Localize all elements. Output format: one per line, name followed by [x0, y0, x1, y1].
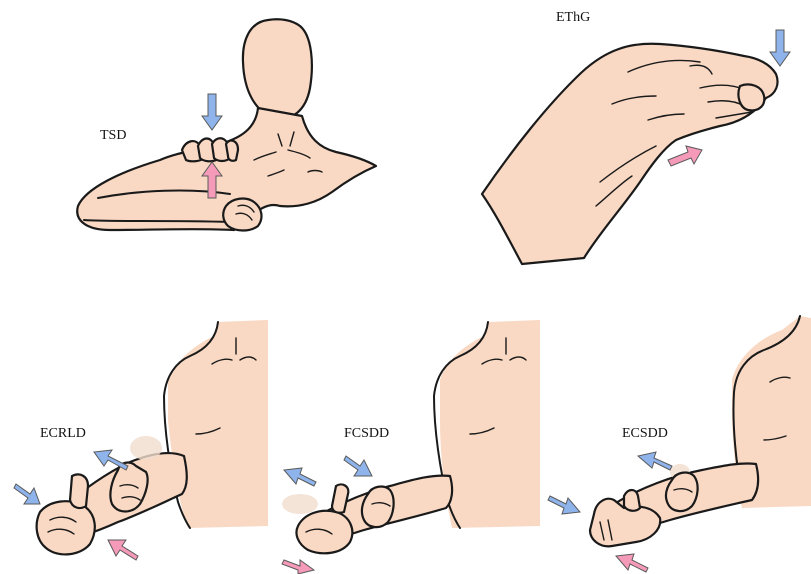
arrow-blue-2 — [344, 456, 372, 476]
arrow-pink — [108, 540, 138, 560]
panel-fcsdd — [282, 320, 540, 574]
arrow-pink — [282, 560, 314, 574]
arrow-blue-1 — [548, 496, 580, 514]
hand — [482, 44, 778, 264]
arrow-blue-1 — [284, 468, 316, 486]
panel-tsd — [77, 19, 376, 230]
head — [243, 19, 312, 119]
arrow-blue-1 — [14, 484, 40, 504]
label-fcsdd: FCSDD — [344, 426, 389, 442]
panel-ecsdd — [548, 316, 811, 572]
arrow-blue-2 — [94, 450, 128, 470]
panel-ethg — [482, 30, 790, 264]
arrow-pink — [616, 554, 648, 572]
label-ecrld: ECRLD — [40, 426, 86, 442]
resting-fist — [223, 199, 261, 231]
patient-fist — [37, 474, 95, 554]
label-ethg: EThG — [556, 10, 590, 26]
label-ecsdd: ECSDD — [622, 426, 668, 442]
label-tsd: TSD — [100, 128, 126, 144]
arrow-down-blue — [770, 30, 790, 66]
arrow-right-pink — [668, 146, 702, 166]
examiner-hand-shoulder — [182, 138, 238, 161]
arrow-blue-2 — [638, 452, 672, 470]
arrow-down-blue — [202, 94, 222, 130]
